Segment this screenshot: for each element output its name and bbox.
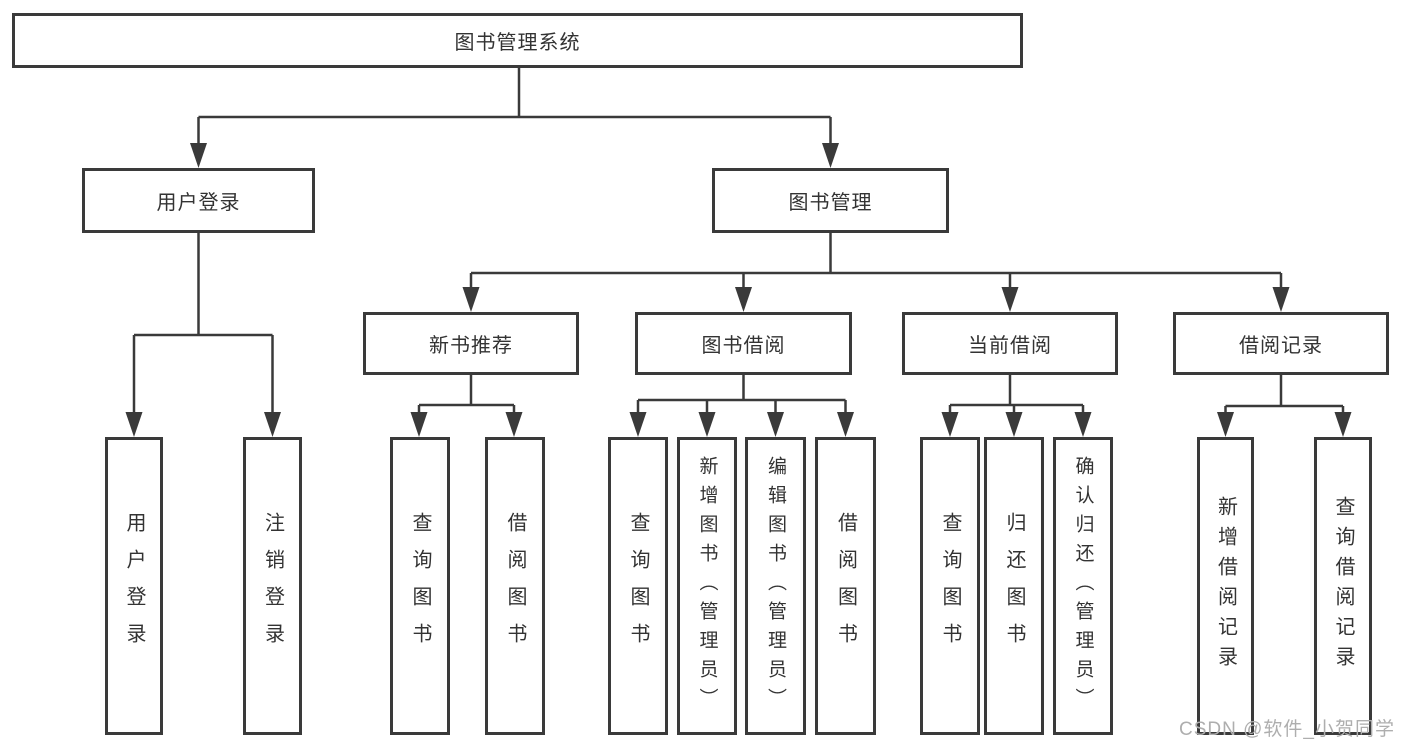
leaf-edit-books-admin-label: 编辑图书（管理员） — [765, 455, 786, 717]
leaf-borrow-query-books-label: 查询图书 — [627, 512, 649, 660]
leaf-query-borrow-record-label: 查询借阅记录 — [1332, 496, 1354, 676]
leaf-current-query-books-label: 查询图书 — [939, 512, 961, 660]
leaf-return-books-label: 归还图书 — [1003, 512, 1025, 660]
leaf-user-login: 用户登录 — [105, 437, 163, 735]
leaf-add-borrow-record-label: 新增借阅记录 — [1214, 496, 1237, 676]
leaf-add-borrow-record: 新增借阅记录 — [1197, 437, 1254, 735]
leaf-recommend-query-books-label: 查询图书 — [409, 512, 431, 660]
leaf-recommend-borrow-books: 借阅图书 — [485, 437, 545, 735]
node-current-borrow-label: 当前借阅 — [968, 335, 1052, 357]
leaf-logout-login-label: 注销登录 — [261, 512, 284, 660]
leaf-return-books: 归还图书 — [984, 437, 1044, 735]
node-root-label: 图书管理系统 — [454, 32, 581, 54]
node-book-management: 图书管理 — [712, 168, 949, 233]
leaf-add-books-admin: 新增图书（管理员） — [677, 437, 737, 735]
node-new-book-recommend-label: 新书推荐 — [429, 335, 513, 357]
leaf-recommend-query-books: 查询图书 — [390, 437, 450, 735]
leaf-add-books-admin-label: 新增图书（管理员） — [696, 455, 718, 717]
leaf-current-query-books: 查询图书 — [920, 437, 980, 735]
leaf-confirm-return-admin-label: 确认归还（管理员） — [1072, 455, 1094, 717]
leaf-borrow-books-label: 借阅图书 — [834, 512, 857, 660]
leaf-borrow-query-books: 查询图书 — [608, 437, 668, 735]
arrowheads — [125, 143, 1352, 437]
node-root: 图书管理系统 — [12, 13, 1023, 68]
node-book-management-label: 图书管理 — [788, 192, 873, 214]
leaf-recommend-borrow-books-label: 借阅图书 — [504, 512, 526, 660]
node-new-book-recommend: 新书推荐 — [363, 312, 579, 375]
leaf-confirm-return-admin: 确认归还（管理员） — [1053, 437, 1113, 735]
leaf-logout-login: 注销登录 — [243, 437, 302, 735]
node-current-borrow: 当前借阅 — [902, 312, 1118, 375]
node-borrow-records-label: 借阅记录 — [1239, 335, 1323, 357]
node-borrow-records: 借阅记录 — [1173, 312, 1389, 375]
leaf-borrow-books: 借阅图书 — [815, 437, 876, 735]
leaf-edit-books-admin: 编辑图书（管理员） — [745, 437, 806, 735]
leaf-user-login-label: 用户登录 — [123, 512, 145, 660]
node-book-borrow-label: 图书借阅 — [701, 335, 786, 357]
node-user-login: 用户登录 — [82, 168, 315, 233]
csdn-watermark: CSDN @软件_小贺同学 — [1179, 719, 1395, 740]
leaf-query-borrow-record: 查询借阅记录 — [1314, 437, 1372, 735]
node-book-borrow: 图书借阅 — [635, 312, 852, 375]
node-user-login-label: 用户登录 — [156, 192, 241, 214]
